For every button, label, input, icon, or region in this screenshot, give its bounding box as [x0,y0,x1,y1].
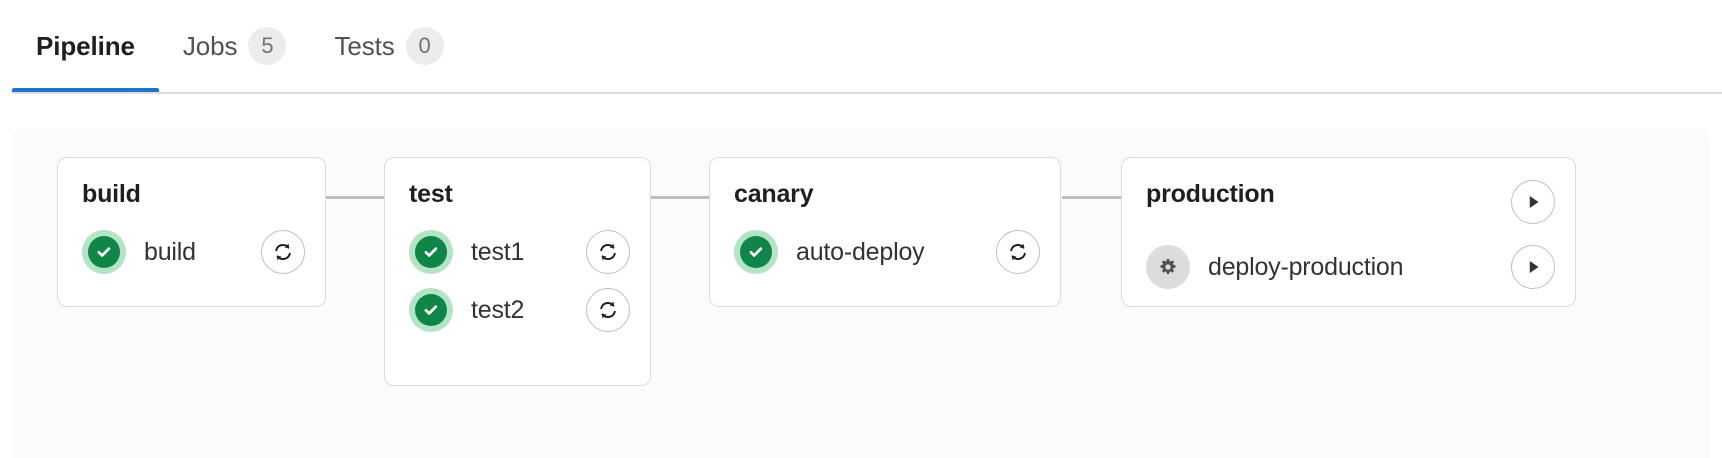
stage-card-test: test test1 [384,157,651,386]
pipeline-graph: build build [12,128,1710,458]
gear-icon [1146,245,1190,289]
tab-tests[interactable]: Tests 0 [310,0,467,92]
job-row-auto-deploy[interactable]: auto-deploy [710,223,1060,281]
check-circle-icon [409,288,453,332]
pipeline-graph-panel: build build [12,128,1710,458]
connector-build-test [325,196,385,199]
job-name-test1: test1 [471,237,525,266]
connector-canary-production [1062,196,1122,199]
stage-card-production: production [1121,157,1576,307]
stage-title-build: build [82,180,141,208]
retry-icon[interactable] [586,288,630,332]
stage-header-canary: canary [710,158,1060,209]
play-icon[interactable] [1511,180,1555,224]
tab-jobs-label: Jobs [182,30,238,61]
job-row-test2[interactable]: test2 [385,281,650,339]
play-icon[interactable] [1511,245,1555,289]
check-circle-icon [409,230,453,274]
job-row-test1[interactable]: test1 [385,223,650,281]
check-circle-icon [734,230,778,274]
stage-card-build: build build [57,157,326,307]
stage-card-canary: canary auto-deploy [709,157,1061,307]
pipeline-tab-bar: Pipeline Jobs 5 Tests 0 [0,0,1722,94]
tab-pipeline[interactable]: Pipeline [12,0,159,92]
job-name-build: build [144,237,196,266]
stage-title-canary: canary [734,180,814,208]
tab-pipeline-label: Pipeline [36,30,135,61]
job-list-test: test1 [385,209,650,357]
job-row-deploy-production[interactable]: deploy-production [1122,238,1575,296]
stage-title-test: test [409,180,453,208]
retry-icon[interactable] [996,230,1040,274]
tab-active-indicator [12,88,159,92]
job-list-production: deploy-production [1122,224,1575,314]
job-row-build[interactable]: build [58,223,325,281]
job-name-deploy-production: deploy-production [1208,252,1404,281]
tab-tests-badge: 0 [405,27,444,65]
tab-jobs[interactable]: Jobs 5 [159,0,311,92]
tab-jobs-badge: 5 [248,27,287,65]
tab-tests-label: Tests [334,30,395,61]
tab-list: Pipeline Jobs 5 Tests 0 [12,0,468,92]
stage-header-production: production [1122,158,1575,224]
stage-header-test: test [385,158,650,209]
job-list-build: build [58,209,325,299]
job-name-auto-deploy: auto-deploy [796,237,925,266]
check-circle-icon [82,230,126,274]
job-list-canary: auto-deploy [710,209,1060,299]
connector-test-canary [650,196,710,199]
stage-header-build: build [58,158,325,209]
retry-icon[interactable] [261,230,305,274]
job-name-test2: test2 [471,295,525,324]
stage-title-production: production [1146,180,1275,208]
tab-bar-divider [12,92,1722,94]
retry-icon[interactable] [586,230,630,274]
